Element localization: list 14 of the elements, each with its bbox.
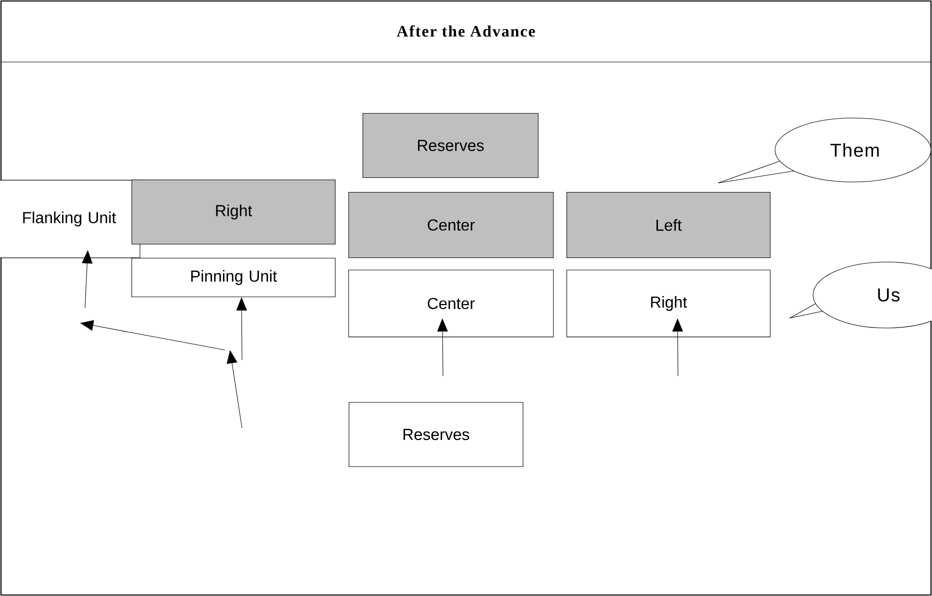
unit-box: Center xyxy=(348,270,554,338)
title: After the Advance xyxy=(396,25,535,37)
unit-box: Right xyxy=(132,180,336,244)
speech-bubble: Them xyxy=(718,118,932,184)
unit-box: Center xyxy=(348,192,554,258)
unit-box: Left xyxy=(566,192,770,258)
unit-box: Flanking Unit xyxy=(0,180,140,258)
node-label: Them xyxy=(830,143,879,157)
unit-box: Reserves xyxy=(348,402,524,467)
unit-box: Reserves xyxy=(362,113,538,178)
unit-box: Pinning Unit xyxy=(132,258,336,298)
speech-bubble: Us xyxy=(788,262,932,328)
unit-box: Right xyxy=(566,270,770,338)
node-label: Us xyxy=(878,288,900,302)
